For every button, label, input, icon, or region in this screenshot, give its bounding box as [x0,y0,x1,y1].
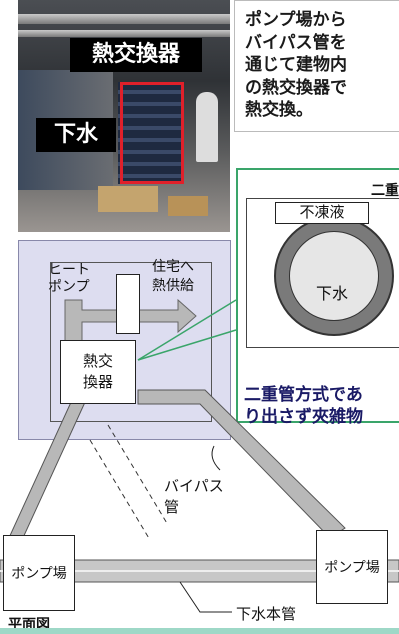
bypass-pipe-left [7,399,87,541]
main-sewage-label: 下水本管 [236,605,297,623]
dashed-indicator [89,439,151,541]
heat-pump-unit [116,274,140,334]
note-line: ポンプ場から [245,10,347,30]
cardboard-box [98,186,158,212]
heat-exchanger-highlight [120,82,184,184]
callout-connector [137,329,237,361]
bottom-bar [0,628,399,634]
heat-exchanger-box: 熱交 換器 [60,340,136,404]
callout-connector [137,299,237,361]
bypass-leader [211,445,221,471]
inner-sewage-label: 下水 [316,284,349,303]
photo-label-sewage: 下水 [36,118,116,152]
callout-caption-line1: 二重管方式であ [244,385,363,405]
pump-station-left: ポンプ場 [3,535,75,611]
person-figure [196,92,218,162]
pump-station-right: ポンプ場 [316,530,388,604]
ceiling-pipe [18,14,230,24]
building-inner [50,262,212,422]
dashed-indicator [107,424,169,526]
main-pipe-leader [179,581,232,613]
heat-exchanger-unit [118,82,184,184]
note-line: 熱交換。 [245,100,313,120]
photo-label-heat-exchanger: 熱交換器 [70,38,202,72]
antifreeze-label: 不凍液 [275,202,369,224]
double-pipe-callout: 二重 不凍液 下水 二重管方式であ り出さず夾雑物 [236,168,399,427]
inner-pipe [289,231,379,321]
note-line: バイパス管を [245,32,347,53]
site-photo: 熱交換器 下水 [18,0,230,232]
ceiling-pipe [18,30,230,37]
note-box: ポンプ場から バイパス管を 通じて建物内 の熱交換器で 熱交換。 [234,0,399,132]
note-line: 通じて建物内 [245,55,347,75]
heat-pump-label: ヒート ポンプ [48,262,90,295]
bypass-label: バイパス 管 [164,477,224,516]
housing-heat-label: 住宅へ 熱供給 [152,259,194,294]
callout-title: 二重 [371,183,399,199]
cross-section-frame [246,198,399,348]
note-line: の熱交換器で [245,77,347,98]
callout-caption-line2: り出さず夾雑物 [244,407,363,427]
cardboard-box [168,196,208,216]
heat-supply-arrow [64,298,197,361]
